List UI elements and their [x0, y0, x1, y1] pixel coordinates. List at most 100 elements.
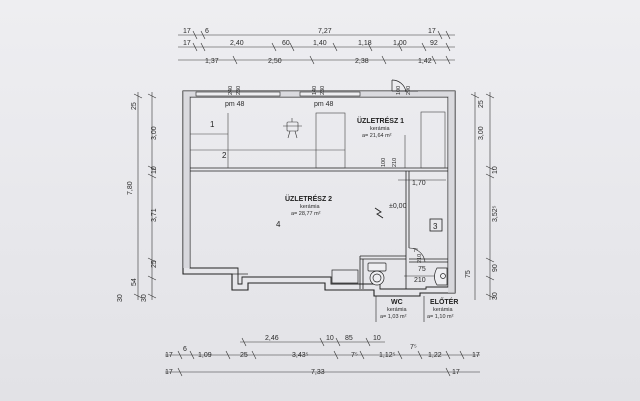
sink-icon: [434, 267, 448, 286]
dim-text: 6: [183, 346, 187, 353]
dim-text: 1,70: [412, 180, 426, 187]
wc-door: [408, 247, 426, 263]
level-mark: ±0,00: [389, 203, 407, 210]
dim-text: 92: [430, 40, 438, 47]
marker-number: 2: [222, 151, 227, 160]
room-area: a= 1,03 m²: [380, 314, 407, 320]
room-material: kerámia: [433, 307, 454, 313]
room-material: kerámia: [370, 126, 391, 132]
outer-walls: [182, 90, 456, 297]
dim-text: 1,18: [358, 40, 372, 47]
dim-text: 230: [320, 86, 326, 95]
inner-dimension-texts: 240 230 140 230 100 290 100 210 1,70 210…: [228, 86, 426, 284]
dim-text: 1,09: [198, 352, 212, 359]
dim-text: 240: [228, 86, 234, 95]
dim-text: 25: [240, 352, 248, 359]
dim-text: 17: [428, 28, 436, 35]
room-material: kerámia: [300, 204, 321, 210]
dim-text: 54: [131, 278, 138, 286]
dim-text: 90: [492, 264, 499, 272]
window-label: pm 48: [314, 101, 334, 108]
room-area: a= 28,77 m²: [291, 211, 321, 217]
dim-text: 10: [326, 335, 334, 342]
marker-number: 1: [210, 120, 215, 129]
bottom-dimension-lines: [165, 337, 480, 377]
bathroom-walls: [359, 171, 448, 289]
dim-text: 17: [183, 40, 191, 47]
dim-text: 25: [478, 100, 485, 108]
toilet-icon: [367, 262, 387, 286]
left-dimension-lines: [133, 92, 157, 300]
dim-text: 7⁵: [351, 352, 358, 359]
dim-text: 10: [492, 166, 499, 174]
dim-text: 7⁵: [410, 344, 417, 351]
electrical-symbol-icon: [374, 207, 384, 219]
dim-text: 10: [373, 335, 381, 342]
dim-text: 100: [381, 158, 387, 167]
right-dimension-lines: [470, 92, 495, 300]
room-name: ELŐTÉR: [430, 297, 458, 306]
dim-text: 7,27: [318, 28, 332, 35]
dim-text: 1,00: [393, 40, 407, 47]
windows: [195, 91, 361, 97]
dim-text: 7,80: [127, 181, 134, 195]
dim-text: 30: [141, 294, 148, 302]
room-name: ÜZLETRÉSZ 1: [357, 116, 404, 125]
dim-text: 7⁵: [413, 247, 418, 254]
top-dimension-lines: [178, 30, 455, 65]
dim-text: 60: [282, 40, 290, 47]
dim-text: 3,00: [151, 126, 158, 140]
dim-text: 290: [406, 86, 412, 95]
dim-text: 3,43⁵: [292, 352, 309, 359]
dim-text: 2,40: [230, 40, 244, 47]
dim-text: 1,40: [313, 40, 327, 47]
dim-text: 30: [117, 294, 124, 302]
right-dimension-texts: 25 3,00 10 3,52⁵ 90 30 75: [465, 100, 499, 300]
dim-text: 30: [492, 292, 499, 300]
room1-furniture: [190, 111, 446, 169]
dim-text: 3,00: [478, 126, 485, 140]
dim-text: 210: [417, 254, 423, 263]
dim-text: 10: [151, 166, 158, 174]
room-material: kerámia: [387, 307, 408, 313]
dim-text: 75: [465, 270, 472, 278]
left-dimension-texts: 25 3,00 10 7,80 3,71 25 54 30 30: [117, 102, 158, 302]
dim-text: 17: [165, 369, 173, 376]
window-labels: pm 48 pm 48: [225, 101, 334, 108]
dim-text: 17: [452, 369, 460, 376]
dim-text: 140: [312, 86, 318, 95]
room-labels: ÜZLETRÉSZ 1 kerámia a= 21,64 m² ÜZLETRÉS…: [285, 116, 458, 320]
dim-text: 25: [151, 260, 158, 268]
window-label: pm 48: [225, 101, 245, 108]
bottom-dimension-texts: 2,46 10 85 10 17 6 1,09 25 3,43⁵ 7⁵ 1,12…: [165, 335, 480, 376]
dim-text: 1,42: [418, 58, 432, 65]
dim-text: 1,22: [428, 352, 442, 359]
dim-text: 210: [414, 277, 426, 284]
entrance-door: [391, 79, 418, 93]
dim-text: 25: [131, 102, 138, 110]
dim-text: 17: [472, 352, 480, 359]
dim-text: 1,37: [205, 58, 219, 65]
room-label-separators: [375, 296, 425, 322]
dim-text: 2,46: [265, 335, 279, 342]
room-area: a= 1,10 m²: [427, 314, 454, 320]
dim-text: 100: [396, 86, 402, 95]
dim-text: 2,38: [355, 58, 369, 65]
room-area: a= 21,64 m²: [362, 133, 392, 139]
dim-text: 7,33: [311, 369, 325, 376]
dim-text: 1,12⁵: [379, 352, 396, 359]
dim-text: 230: [236, 86, 242, 95]
dim-text: 210: [392, 158, 398, 167]
marker-number: 4: [276, 220, 281, 229]
dim-text: 17: [165, 352, 173, 359]
chair-icon: [283, 118, 302, 139]
dim-text: 17: [183, 28, 191, 35]
top-dimension-texts: 17 6 7,27 17 17 2,40 60 1,40 1,18 1,00 9…: [183, 28, 438, 65]
dim-text: 6: [205, 28, 209, 35]
marker-number: 3: [433, 222, 438, 231]
dim-text: 3,52⁵: [492, 205, 499, 222]
room-partition: [190, 167, 448, 172]
marker-box: [429, 218, 443, 232]
